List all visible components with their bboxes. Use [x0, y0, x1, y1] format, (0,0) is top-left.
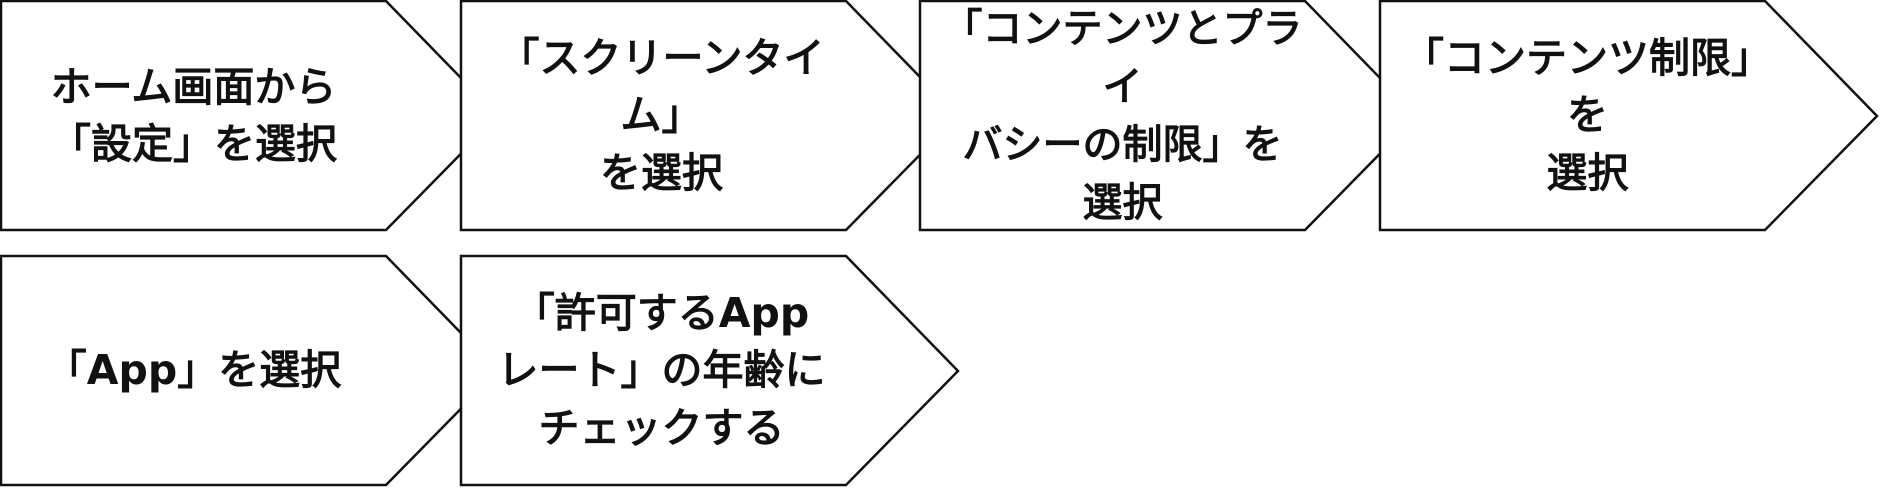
step-5-label: 「App」を選択 [45, 346, 342, 395]
step-4-arrow-box: 「コンテンツ制限」を 選択 [1378, 0, 1880, 232]
step-1-arrow-box: ホーム画面から 「設定」を選択 [0, 0, 501, 232]
step-6-label: 「許可するApp レート」の年齢に チェックする [497, 288, 826, 452]
step-1-label: ホーム画面から 「設定」を選択 [50, 62, 337, 168]
arrow-shape [0, 0, 500, 232]
step-5-arrow-box: 「App」を選択 [0, 254, 501, 487]
step-3-arrow-box: 「コンテンツとプライ バシーの制限」を 選択 [918, 0, 1420, 232]
step-6-arrow-box: 「許可するApp レート」の年齢に チェックする [459, 254, 961, 487]
arrow-shape [918, 0, 1419, 232]
arrow-shape [0, 254, 500, 487]
step-2-label: 「スクリーンタイム」 を選択 [498, 33, 825, 197]
step-2-arrow-box: 「スクリーンタイム」 を選択 [459, 0, 961, 232]
step-4-label: 「コンテンツ制限」を 選択 [1403, 33, 1772, 197]
arrow-shape [459, 254, 960, 487]
arrow-shape [1378, 0, 1879, 232]
arrow-shape [459, 0, 960, 232]
step-3-label: 「コンテンツとプライ バシーの制限」を 選択 [942, 6, 1303, 226]
